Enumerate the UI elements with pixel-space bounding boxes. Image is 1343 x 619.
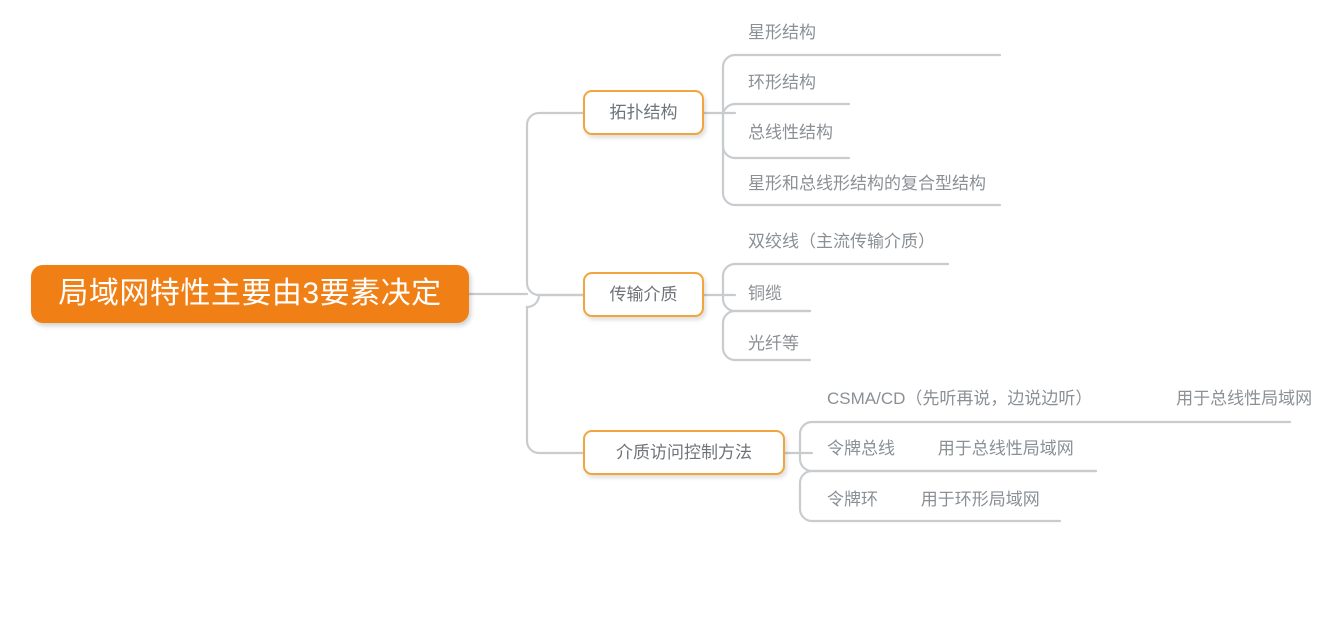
leaf-node[interactable]: 星形结构 bbox=[748, 24, 816, 41]
leaf-node[interactable]: CSMA/CD（先听再说，边说边听） 用于总线性局域网 bbox=[827, 390, 1312, 407]
leaf-note: 用于环形局域网 bbox=[920, 490, 1040, 509]
leaf-label: 总线性结构 bbox=[748, 123, 833, 142]
leaf-node[interactable]: 总线性结构 bbox=[748, 124, 833, 141]
leaf-note: 用于总线性局域网 bbox=[937, 439, 1074, 458]
leaf-node[interactable]: 令牌环 用于环形局域网 bbox=[827, 491, 1040, 508]
leaf-label: 令牌环 bbox=[827, 490, 878, 509]
branch-node-transmission-medium[interactable]: 传输介质 bbox=[583, 272, 704, 317]
leaf-label: 星形和总线形结构的复合型结构 bbox=[748, 174, 986, 193]
leaf-node[interactable]: 令牌总线 用于总线性局域网 bbox=[827, 440, 1074, 457]
link-trunk-lower bbox=[525, 293, 585, 455]
branch-node-topology[interactable]: 拓扑结构 bbox=[583, 90, 704, 135]
leaf-node[interactable]: 铜缆 bbox=[748, 285, 782, 302]
leaf-label: 光纤等 bbox=[748, 334, 799, 353]
leaf-label: 双绞线（主流传输介质） bbox=[748, 232, 935, 251]
leaf-note: 用于总线性局域网 bbox=[1176, 389, 1313, 408]
leaf-label: 令牌总线 bbox=[827, 439, 895, 458]
leaf-node[interactable]: 双绞线（主流传输介质） bbox=[748, 233, 935, 250]
leaf-label: 环形结构 bbox=[748, 73, 816, 92]
branch-node-label: 拓扑结构 bbox=[609, 103, 678, 122]
link-b1-join bbox=[723, 101, 735, 113]
root-node[interactable]: 局域网特性主要由3要素决定 bbox=[31, 265, 469, 323]
branch-node-label: 传输介质 bbox=[609, 285, 678, 304]
leaf-label: 铜缆 bbox=[748, 284, 782, 303]
leaf-label: 星形结构 bbox=[748, 23, 816, 42]
leaf-node[interactable]: 光纤等 bbox=[748, 335, 799, 352]
leaf-label: CSMA/CD（先听再说，边说边听） bbox=[827, 389, 1093, 408]
root-node-label: 局域网特性主要由3要素决定 bbox=[58, 277, 442, 310]
branch-node-access-control[interactable]: 介质访问控制方法 bbox=[583, 430, 785, 475]
leaf-node[interactable]: 星形和总线形结构的复合型结构 bbox=[748, 175, 986, 192]
leaf-node[interactable]: 环形结构 bbox=[748, 74, 816, 91]
link-b1-upper bbox=[721, 53, 1002, 160]
branch-node-label: 介质访问控制方法 bbox=[616, 443, 752, 462]
link-trunk-upper bbox=[525, 111, 585, 297]
